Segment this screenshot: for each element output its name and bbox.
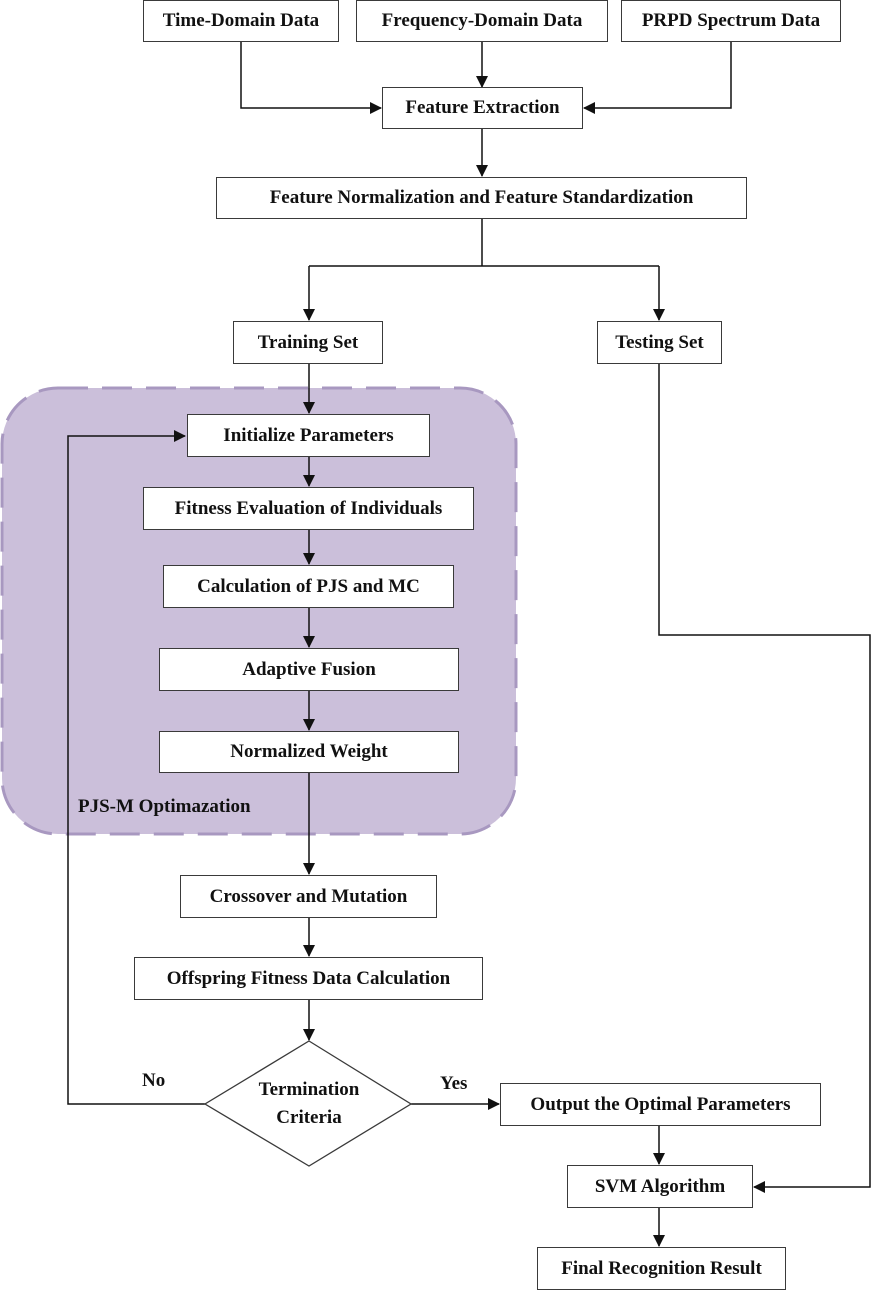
connectors [67, 41, 871, 1247]
edge-no-loop [67, 430, 205, 1105]
termination-criteria-label: Termination Criteria [229, 1076, 389, 1132]
frequency-domain-data-box: Frequency-Domain Data [356, 0, 608, 42]
final-recognition-result-box: Final Recognition Result [537, 1247, 786, 1290]
edge-testing-to-svm [658, 364, 871, 1193]
no-edge-label: No [142, 1070, 166, 1091]
fitness-evaluation-box: Fitness Evaluation of Individuals [143, 487, 474, 530]
calculation-pjs-mc-box: Calculation of PJS and MC [163, 565, 454, 608]
feature-extraction-box: Feature Extraction [382, 87, 583, 129]
initialize-parameters-box: Initialize Parameters [187, 414, 430, 457]
prpd-spectrum-data-box: PRPD Spectrum Data [621, 0, 841, 42]
offspring-fitness-box: Offspring Fitness Data Calculation [134, 957, 483, 1000]
termination-criteria-diamond [203, 1040, 413, 1167]
edge-prpd-to-extraction [583, 41, 732, 114]
training-set-box: Training Set [233, 321, 383, 364]
termination-line-1: Termination [258, 1079, 360, 1100]
crossover-mutation-box: Crossover and Mutation [180, 875, 437, 918]
termination-line-2: Criteria [276, 1107, 342, 1128]
yes-edge-label: Yes [440, 1073, 468, 1094]
output-optimal-parameters-box: Output the Optimal Parameters [500, 1083, 821, 1126]
edge-time-to-extraction [240, 41, 382, 114]
svm-algorithm-box: SVM Algorithm [567, 1165, 753, 1208]
adaptive-fusion-box: Adaptive Fusion [159, 648, 459, 691]
feature-normalization-box: Feature Normalization and Feature Standa… [216, 177, 747, 219]
time-domain-data-box: Time-Domain Data [143, 0, 339, 42]
testing-set-box: Testing Set [597, 321, 722, 364]
optimization-group-label: PJS-M Optimazation [78, 796, 251, 817]
normalized-weight-box: Normalized Weight [159, 731, 459, 773]
